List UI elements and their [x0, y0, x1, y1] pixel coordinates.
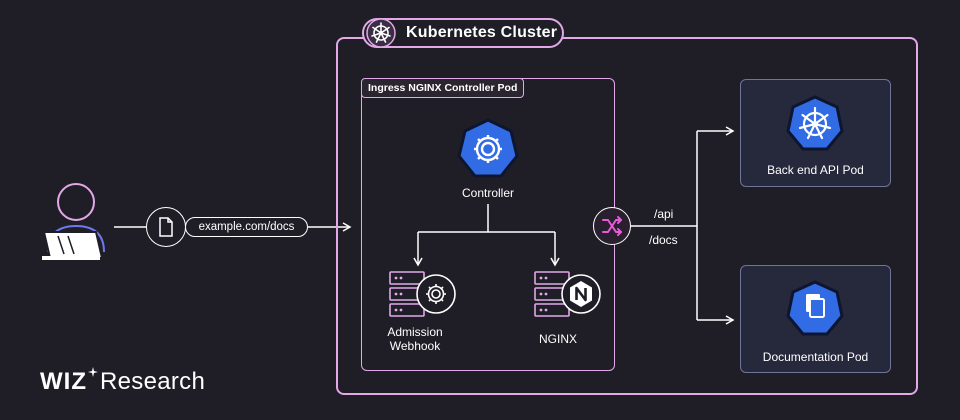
- document-icon: [159, 217, 173, 237]
- route-docs-label: /docs: [649, 233, 678, 247]
- sparkle-icon: [87, 367, 98, 377]
- cluster-frame: [336, 37, 918, 395]
- backend-api-pod-label: Back end API Pod: [767, 163, 864, 177]
- request-url: example.com/docs: [185, 217, 308, 237]
- cluster-title: Kubernetes Cluster: [406, 24, 558, 41]
- route-api-label: /api: [654, 207, 674, 221]
- shuffle-route-icon: [602, 216, 622, 236]
- nginx-label: NGINX: [538, 332, 577, 346]
- admission-server-icon: [389, 271, 456, 317]
- wiz-logo-text: WIZ: [40, 368, 87, 395]
- cluster-title-badge: Kubernetes Cluster: [362, 18, 564, 48]
- research-text: Research: [99, 368, 206, 395]
- request-document: [146, 207, 186, 247]
- admission-webhook-label: Admission Webhook: [387, 325, 443, 353]
- ingress-pod-title: Ingress NGINX Controller Pod: [361, 78, 525, 98]
- routing-node: [593, 207, 631, 245]
- wiz-research-logo: WIZ Research: [40, 367, 206, 396]
- controller-gear-icon: [457, 118, 519, 178]
- documentation-pod-label: Documentation Pod: [762, 350, 869, 364]
- kubernetes-icon: [366, 18, 396, 48]
- nginx-server-icon: [534, 271, 601, 317]
- documents-icon: [786, 280, 844, 336]
- kubernetes-wheel-icon: [786, 95, 844, 151]
- user-laptop-icon: [42, 183, 105, 260]
- controller-label: Controller: [461, 186, 515, 200]
